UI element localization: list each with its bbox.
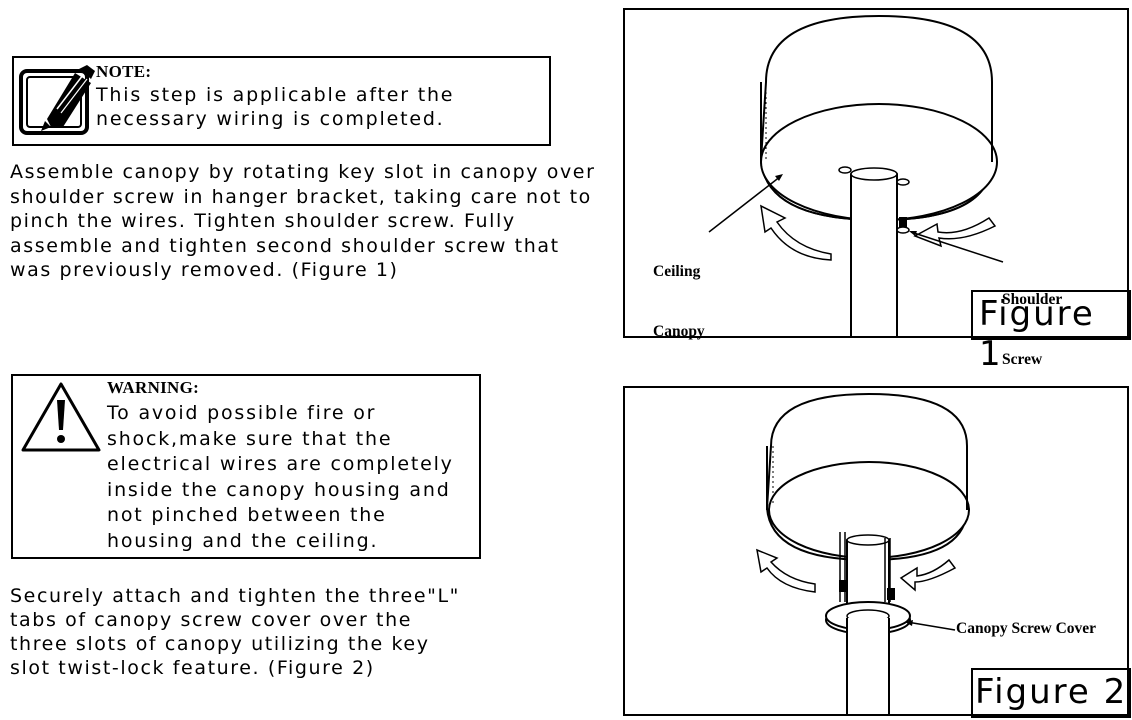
note-line-2: necessary wiring is completed. [96, 108, 445, 130]
step1-line-5: was previously removed. (Figure 1) [10, 259, 399, 281]
warning-line-3: electrical wires are completely [107, 453, 454, 475]
warning-box: WARNING: To avoid possible fire or shock… [11, 374, 481, 559]
warning-line-6: housing and the ceiling. [107, 529, 379, 552]
step1-line-4: assemble and tighten second shoulder scr… [10, 234, 560, 257]
warning-line-5: not pinched between the [107, 504, 387, 526]
figure2-callout-cover: Canopy Screw Cover [956, 620, 1097, 637]
step1-line-3: pinch the wires. Tighten shoulder screw.… [10, 210, 516, 232]
note-heading: NOTE: [96, 62, 152, 81]
figure2-label: Figure 2 [975, 672, 1128, 712]
step2-line-1: Securely attach and tighten the three"L" [10, 585, 460, 607]
figure2-panel: Canopy Screw Cover Figure 2 [623, 386, 1131, 718]
warning-triangle-icon [21, 382, 101, 452]
figure1-callout-screw: Shoulder Screw [1002, 291, 1063, 368]
note-box: NOTE: This step is applicable after the … [12, 56, 551, 146]
warning-line-2: shock,make sure that the [107, 427, 393, 450]
step2-line-2: tabs of canopy screw cover over the [10, 609, 412, 631]
step1-line-2: shoulder screw in hanger bracket, taking… [10, 185, 592, 208]
warning-line-1: To avoid possible fire or [107, 402, 377, 424]
figure1-callout-canopy: Ceiling Canopy [653, 263, 705, 340]
figure1-label-box: Figure 1 [971, 290, 1131, 374]
figure2-label-box: Figure 2 [971, 668, 1131, 718]
pencil-note-icon [19, 65, 95, 135]
warning-line-4: inside the canopy housing and [107, 478, 451, 501]
figure2-illustration [756, 392, 970, 714]
step2-line-3: three slots of canopy utilizing the key [10, 633, 430, 655]
step2-line-4: slot twist-lock feature. (Figure 2) [10, 657, 375, 679]
warning-heading: WARNING: [107, 378, 200, 397]
step1-line-1: Assemble canopy by rotating key slot in … [10, 161, 596, 183]
figure1-panel: Ceiling Canopy Shoulder Screw Figure 1 [623, 8, 1131, 374]
figure1-illustration [708, 14, 1004, 336]
note-line-1: This step is applicable after the [96, 84, 455, 106]
figure1-label: Figure 1 [979, 294, 1095, 374]
